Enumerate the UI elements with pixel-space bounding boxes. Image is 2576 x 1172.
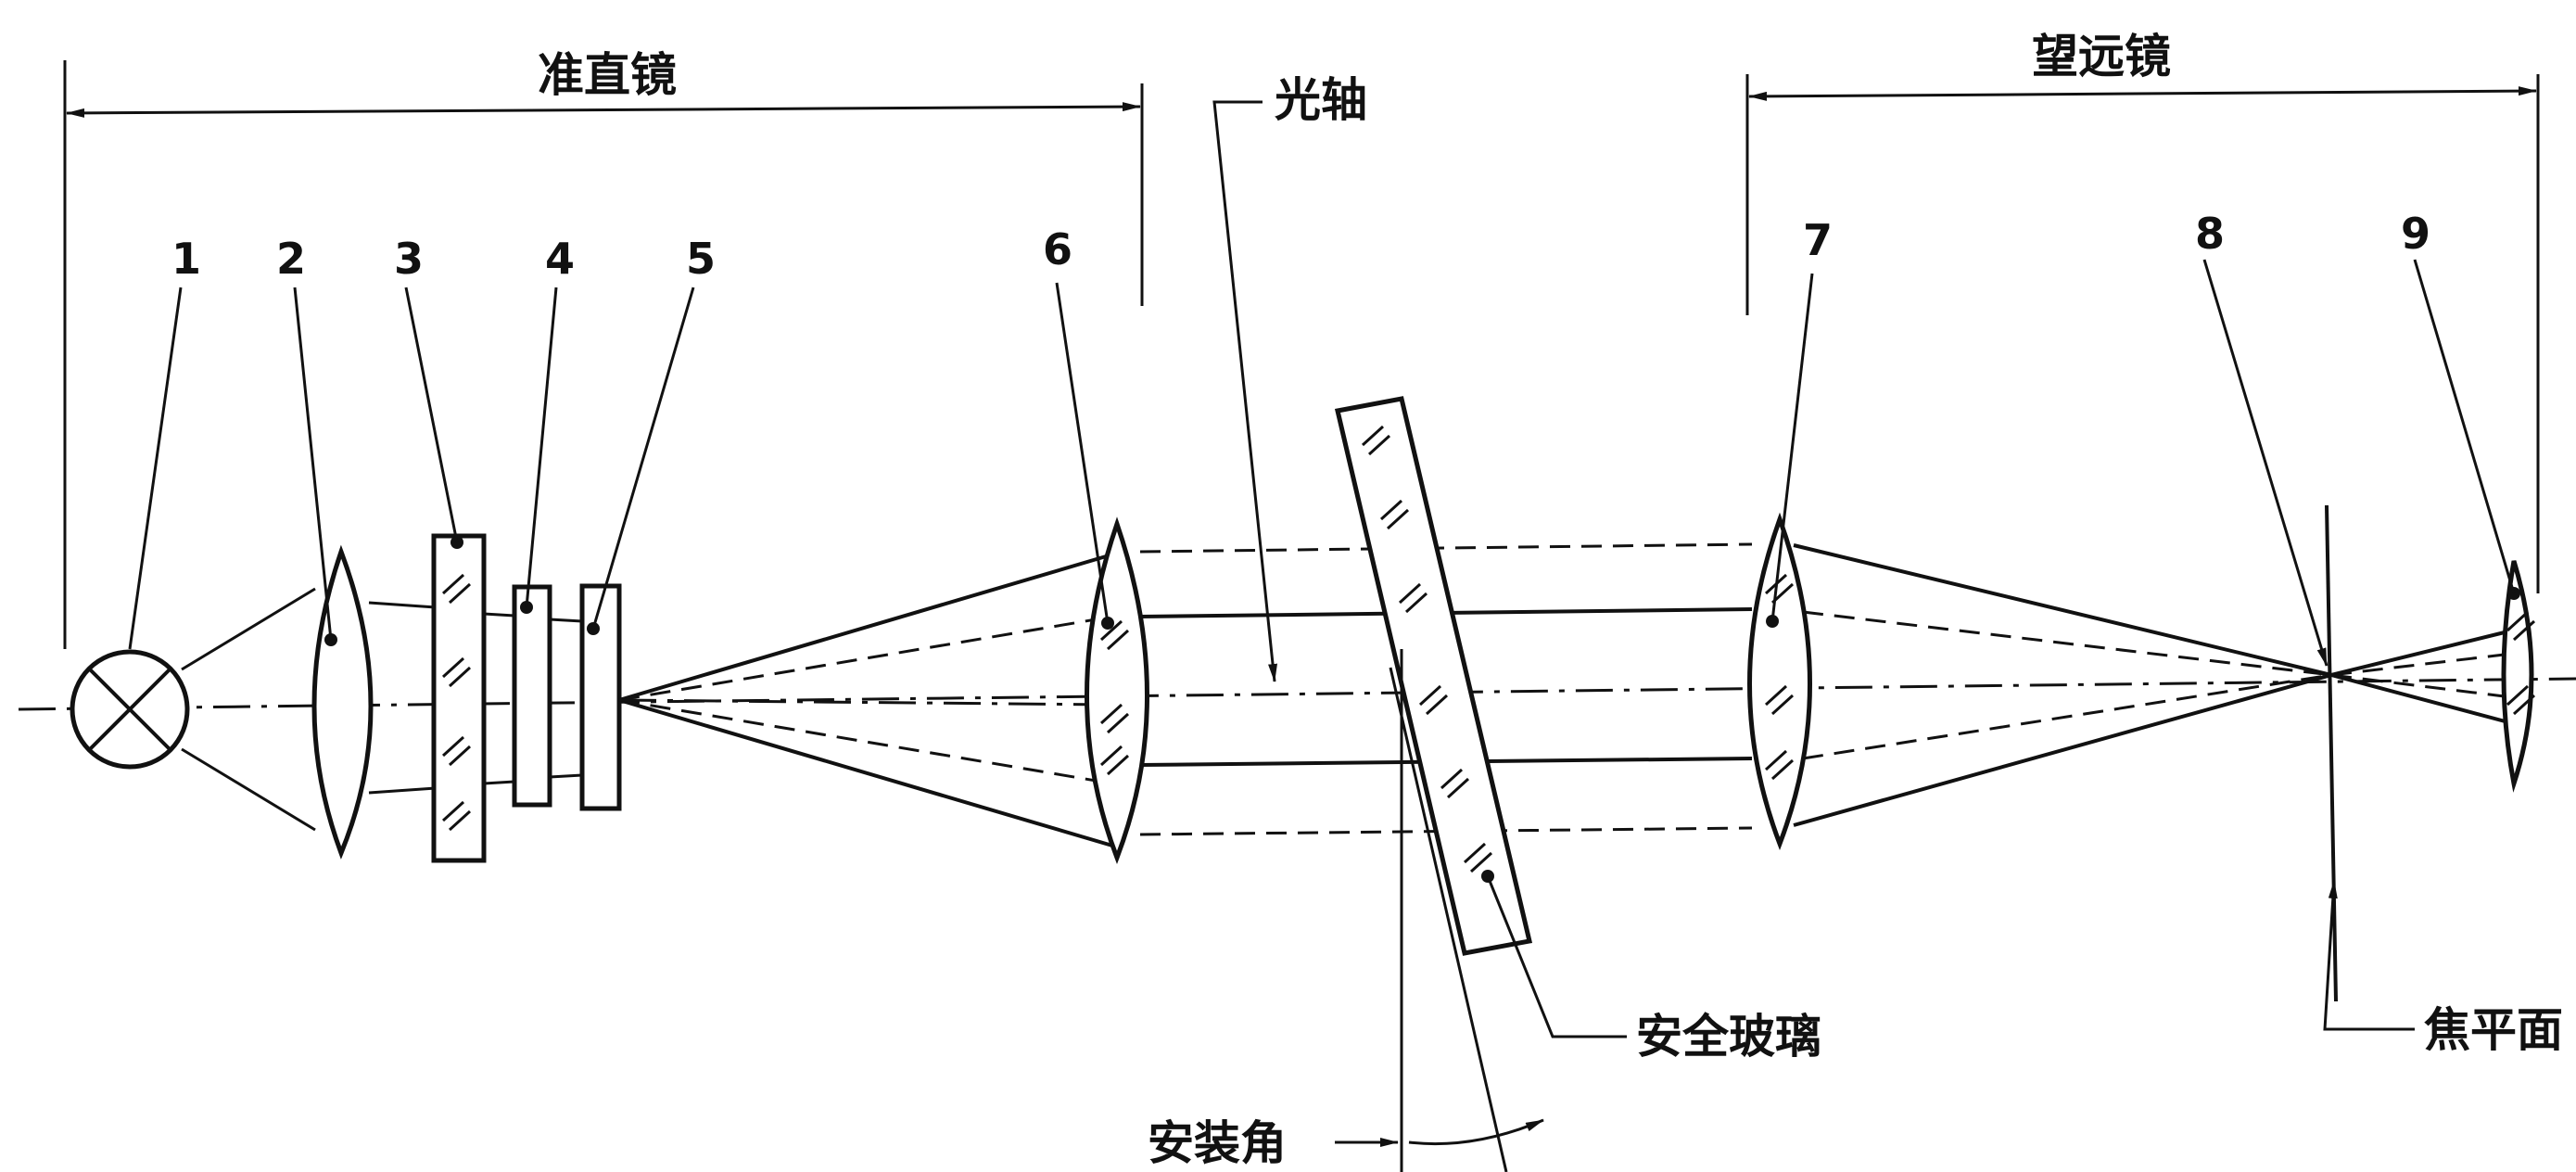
telescope-dimension [1745,74,2540,593]
part-number-1: 1 [171,234,201,284]
condenser-lens [311,544,374,860]
safety-glass-plate [1334,396,1533,956]
telescope-objective-7 [1747,512,1812,851]
part-number-5: 5 [686,234,716,284]
part-number-4: 4 [545,234,575,284]
filter-plate-4 [512,584,552,808]
part-number-8: 8 [2195,209,2225,259]
filter-plate-5 [579,583,622,811]
collimator-dimension [63,60,1144,649]
light-source [70,649,190,770]
telescope-label: 望远镜 [2032,30,2171,83]
part-number-6: 6 [1043,224,1072,274]
optical-axis-line [18,677,2576,711]
optical-axis-label: 光轴 [1275,73,1367,127]
part-number-7: 7 [1803,215,1833,265]
eyepiece-9 [2501,560,2536,793]
mount-angle-label: 安装角 [1148,1116,1287,1170]
part-number-3: 3 [394,234,424,284]
safety-glass-label: 安全玻璃 [1636,1010,1821,1064]
filter-plate-3 [431,533,487,863]
part-number-9: 9 [2401,209,2430,259]
part-number-2: 2 [276,234,306,284]
focal-plane-line [2325,504,2338,1002]
collimator-lens-6 [1085,516,1149,865]
focal-plane-label: 焦平面 [2424,1003,2563,1057]
collimator-label: 准直镜 [538,48,677,102]
